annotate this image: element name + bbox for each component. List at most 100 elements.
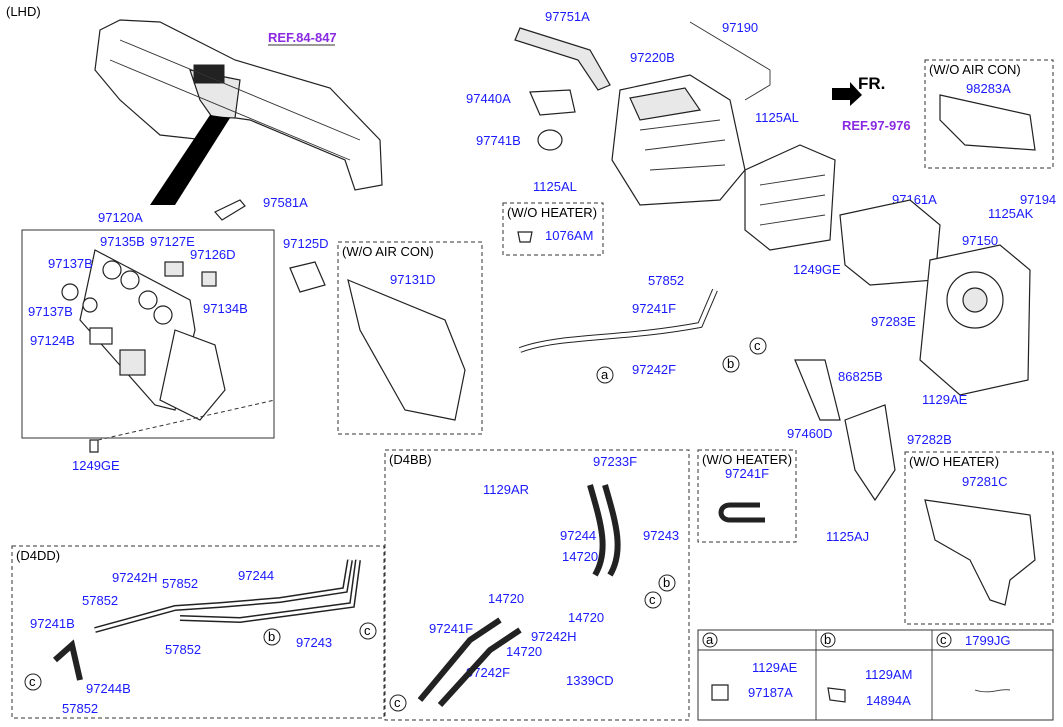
callout-c-1	[749, 337, 767, 355]
control-panel-box	[21, 229, 275, 439]
wo-aircon-box-1	[337, 241, 483, 435]
label-1799JG: 1799JG	[965, 633, 1011, 648]
d4bb-title: (D4BB)	[389, 452, 432, 467]
control-panel-drawing	[61, 249, 326, 421]
label-97243-1: 97243	[643, 528, 679, 543]
callout-c-5-text: c	[29, 674, 36, 689]
label-97187A: 97187A	[748, 685, 793, 700]
label-97134B: 97134B	[203, 301, 248, 316]
evaporator-drawing	[744, 144, 836, 251]
callout-c-2-text: c	[649, 592, 656, 607]
ref-97-976-label: REF.97-976	[842, 118, 911, 133]
wo-aircon-title-2: (W/O AIR CON)	[929, 62, 1021, 77]
wo-aircon-box-2	[924, 59, 1054, 169]
wo-heater-title-1: (W/O HEATER)	[507, 205, 597, 220]
label-14894A: 14894A	[866, 693, 911, 708]
label-97120A: 97120A	[98, 210, 143, 225]
label-97440A: 97440A	[466, 91, 511, 106]
legend-table: a b c 1799JG 1129AE 97187A 1129AM 14894A	[697, 629, 1054, 721]
callout-a-1	[596, 366, 614, 384]
label-98283A: 98283A	[966, 81, 1011, 96]
label-1129AE-2: 1129AE	[752, 660, 798, 675]
callout-c-3	[389, 694, 407, 712]
label-1339CD: 1339CD	[566, 673, 614, 688]
callout-b-2-text: b	[663, 575, 670, 590]
callout-c-4-text: c	[364, 623, 371, 638]
label-97127E: 97127E	[150, 234, 195, 249]
label-97242H-1: 97242H	[531, 629, 577, 644]
label-14720-4: 14720	[506, 644, 542, 659]
fr-label: FR.	[858, 74, 885, 93]
label-97741B: 97741B	[476, 133, 521, 148]
label-97241F-1: 97241F	[632, 301, 676, 316]
label-97244-2: 97244	[238, 568, 274, 583]
label-57852-5: 57852	[62, 701, 98, 716]
label-1076AM: 1076AM	[545, 228, 593, 243]
label-1125AL-1: 1125AL	[755, 110, 799, 125]
label-1125AJ: 1125AJ	[826, 529, 869, 544]
heater-unit-drawing	[611, 74, 746, 206]
label-97281C: 97281C	[962, 474, 1008, 489]
label-97241F-3: 97241F	[725, 466, 769, 481]
label-97244-1: 97244	[560, 528, 596, 543]
wo-heater-box-1	[502, 202, 604, 256]
callout-c-3-text: c	[394, 695, 401, 710]
label-97150: 97150	[962, 233, 998, 248]
label-97233F: 97233F	[593, 454, 637, 469]
front-arrow-icon	[832, 82, 862, 106]
label-97126D: 97126D	[190, 247, 236, 262]
label-97243-2: 97243	[296, 635, 332, 650]
label-97124B: 97124B	[30, 333, 75, 348]
callout-c-2	[644, 591, 662, 609]
label-14720-3: 14720	[568, 610, 604, 625]
label-97241F-2: 97241F	[429, 621, 473, 636]
label-1125AL-2: 1125AL	[533, 179, 577, 194]
label-97190: 97190	[722, 20, 758, 35]
callout-c-1-text: c	[754, 338, 761, 353]
callout-b-1-text: b	[727, 356, 734, 371]
ref-84-847-label: REF.84-847	[268, 30, 337, 45]
d4dd-box	[11, 545, 385, 719]
label-1129AE: 1129AE	[922, 392, 968, 407]
callout-b-1	[722, 355, 740, 373]
callout-c-5	[24, 673, 42, 691]
label-97137B-1: 97137B	[48, 256, 93, 271]
label-57852-4: 57852	[165, 642, 201, 657]
wo-heater-title-3: (W/O HEATER)	[909, 454, 999, 469]
callout-b-3-text: b	[268, 629, 275, 644]
d4bb-box	[384, 449, 690, 721]
label-57852-1: 57852	[648, 273, 684, 288]
label-14720-2: 14720	[488, 591, 524, 606]
dashboard-drawing	[94, 19, 383, 205]
label-1129AR: 1129AR	[483, 482, 529, 497]
label-97751A: 97751A	[545, 9, 590, 24]
callout-c-4	[359, 622, 377, 640]
label-14720-1: 14720	[562, 549, 598, 564]
label-97282B: 97282B	[907, 432, 952, 447]
wo-heater-title-2: (W/O HEATER)	[702, 452, 792, 467]
label-97241B: 97241B	[30, 616, 75, 631]
d4dd-title: (D4DD)	[16, 548, 60, 563]
label-97581A: 97581A	[263, 195, 308, 210]
label-97220B: 97220B	[630, 50, 675, 65]
label-97242F-1: 97242F	[632, 362, 676, 377]
label-1249GE-2: 1249GE	[793, 262, 841, 277]
label-1249GE-1: 1249GE	[72, 458, 120, 473]
legend-c: c	[940, 632, 947, 647]
blower-unit-drawing	[919, 244, 1031, 396]
label-97242H-2: 97242H	[112, 570, 158, 585]
callout-b-3	[263, 628, 281, 646]
label-57852-2: 57852	[162, 576, 198, 591]
label-97460D: 97460D	[787, 426, 833, 441]
wo-heater-box-3	[904, 451, 1054, 625]
legend-b: b	[824, 632, 831, 647]
label-1129AM: 1129AM	[865, 667, 912, 682]
callout-a-1-text: a	[601, 367, 609, 382]
label-86825B: 86825B	[838, 369, 883, 384]
lhd-label: (LHD)	[6, 4, 41, 19]
label-97244B: 97244B	[86, 681, 131, 696]
label-97131D: 97131D	[390, 272, 436, 287]
label-97283E: 97283E	[871, 314, 916, 329]
wo-heater-box-2	[697, 449, 797, 543]
